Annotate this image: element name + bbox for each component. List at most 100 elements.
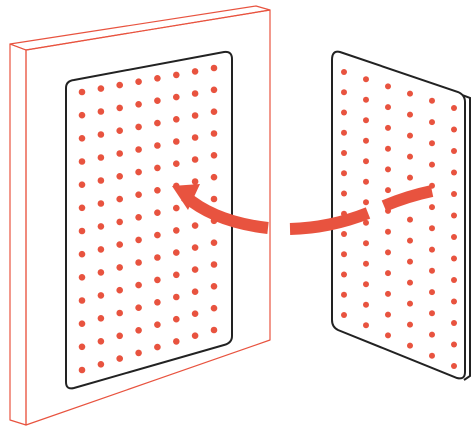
panel-dot xyxy=(135,236,142,244)
panel-dot xyxy=(154,75,161,82)
loose-panel-dot xyxy=(385,270,391,277)
picture-frame-icon xyxy=(9,5,271,426)
loose-panel-dot xyxy=(363,137,369,144)
framed-dot-panel xyxy=(65,50,233,390)
panel-dot xyxy=(154,231,161,239)
panel-dot xyxy=(97,108,105,115)
loose-panel-dot xyxy=(429,97,435,104)
panel-dot xyxy=(191,134,199,141)
panel-dot xyxy=(116,81,123,89)
loose-panel-dot xyxy=(385,166,391,173)
loose-panel-dot xyxy=(451,298,457,305)
panel-dot xyxy=(97,315,105,322)
loose-panel-dot xyxy=(363,219,369,226)
loose-panel-dot xyxy=(451,234,457,240)
loose-panel-dot xyxy=(385,124,391,131)
panel-dot xyxy=(78,297,86,304)
loose-panel-dot xyxy=(341,231,347,237)
panel-dot xyxy=(97,200,105,207)
panel-dot xyxy=(116,195,123,203)
panel-dot xyxy=(116,286,123,294)
panel-dot xyxy=(135,281,142,289)
panel-dot xyxy=(78,250,86,258)
loose-panel-dot xyxy=(363,301,369,308)
panel-dot xyxy=(154,97,161,104)
loose-panel-dot xyxy=(385,145,391,152)
panel-dot xyxy=(97,269,105,276)
panel-dot xyxy=(210,195,218,203)
panel-dot xyxy=(154,321,161,329)
loose-panel-dot xyxy=(451,169,457,176)
frame-top-face xyxy=(9,5,271,51)
loose-panel-dot xyxy=(429,204,435,211)
framed-panel-outline xyxy=(65,50,233,390)
loose-panel-dot xyxy=(407,174,413,181)
panel-dot xyxy=(78,181,86,188)
panel-dot xyxy=(191,288,199,296)
loose-panel-dot xyxy=(385,311,391,318)
panel-dot xyxy=(154,187,161,194)
panel-dot xyxy=(116,127,123,134)
panel-dot xyxy=(210,304,218,312)
panel-dot xyxy=(154,254,161,261)
panel-dot xyxy=(135,304,142,312)
panel-dot xyxy=(78,227,86,235)
panel-dot xyxy=(135,259,142,266)
loose-panel-dot xyxy=(451,320,457,326)
panel-dot xyxy=(173,293,180,301)
panel-dot xyxy=(191,332,199,340)
loose-panel-dot xyxy=(363,117,369,124)
panel-dot xyxy=(173,71,180,79)
panel-dot xyxy=(210,86,218,94)
loose-panel-dot xyxy=(363,178,369,185)
panel-dot xyxy=(97,338,105,345)
panel-dot xyxy=(135,78,142,85)
panel-dot xyxy=(191,244,199,251)
loose-panel-dot xyxy=(451,341,457,348)
panel-dot xyxy=(173,116,180,123)
panel-dot xyxy=(135,168,142,176)
panel-dot xyxy=(97,246,105,253)
panel-dot xyxy=(154,209,161,216)
loose-panel-dot xyxy=(429,225,435,232)
panel-dot xyxy=(135,146,142,153)
loose-panel-dot xyxy=(341,89,347,96)
loose-panel-dot xyxy=(451,148,457,154)
loose-panel-dot xyxy=(363,76,369,83)
loose-panel-dot xyxy=(341,69,347,75)
arrow-head xyxy=(172,184,200,210)
panel-dot xyxy=(154,299,161,306)
panel-dot xyxy=(116,104,123,112)
panel-dot xyxy=(154,142,161,149)
loose-panel-dot xyxy=(429,140,435,147)
panel-dot xyxy=(154,164,161,172)
panel-dot xyxy=(191,310,199,318)
loose-panel-dot xyxy=(385,290,391,297)
panel-dot xyxy=(191,156,199,163)
panel-dot xyxy=(97,177,105,184)
panel-dot xyxy=(210,326,218,334)
loose-panel-dot xyxy=(451,255,457,262)
panel-dot xyxy=(173,315,180,323)
panel-dot xyxy=(78,320,86,328)
loose-panel-dot xyxy=(385,228,391,235)
loose-panel-dot xyxy=(363,281,369,288)
panel-dot xyxy=(154,119,161,127)
arrow-shaft-middle xyxy=(289,207,371,235)
loose-panel-dot xyxy=(429,119,435,126)
panel-dot xyxy=(116,150,123,157)
loose-panel-dot xyxy=(407,300,413,307)
loose-panel-dot xyxy=(451,363,457,369)
loose-panel-dot xyxy=(385,187,391,194)
panel-dot xyxy=(135,191,142,198)
panel-dot xyxy=(116,264,123,271)
loose-panel-outline xyxy=(331,50,466,380)
loose-panel-dot xyxy=(451,126,457,133)
loose-panel-dot xyxy=(341,251,347,258)
panel-dot xyxy=(78,158,86,165)
loose-panel-dot xyxy=(429,161,435,168)
loose-panel-dot xyxy=(429,267,435,274)
panel-dot xyxy=(78,204,86,212)
